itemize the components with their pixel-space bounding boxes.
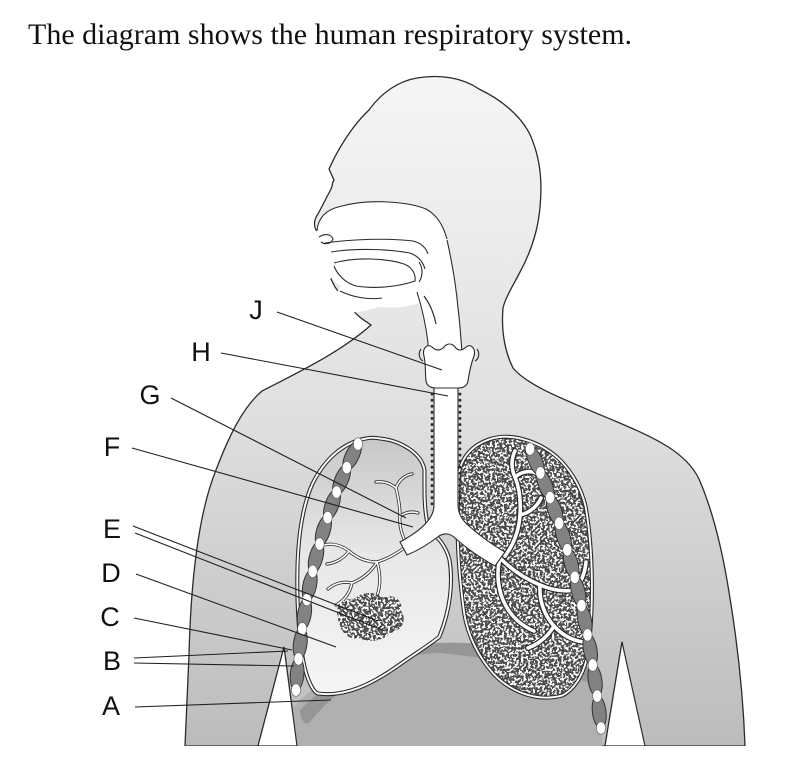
leader-line-a [134, 699, 332, 708]
label-h: H [191, 337, 211, 367]
intercostal-muscle [535, 466, 546, 480]
page-title: The diagram shows the human respiratory … [28, 18, 632, 51]
bottom-margin [0, 746, 812, 784]
ribs-left [289, 437, 363, 697]
epiglottis-line [423, 295, 437, 325]
intercostal-muscle [545, 491, 555, 505]
intercostal-muscle [341, 461, 352, 475]
larynx-horn-left [418, 348, 424, 362]
larynx-horn-right [474, 348, 480, 362]
uvula-line [418, 261, 423, 283]
mouth-nose-detail-lines [316, 201, 463, 353]
intercostal-muscle [293, 652, 304, 666]
ribs-right [525, 442, 607, 735]
leader-line-g [170, 397, 407, 519]
nostril-line [318, 234, 334, 245]
label-b: B [103, 646, 121, 676]
intercostal-muscle [592, 689, 603, 703]
label-a: A [102, 691, 120, 721]
intercostal-muscle [554, 516, 564, 530]
intercostal-muscle [562, 543, 573, 557]
intercostal-muscle [291, 683, 301, 697]
intercostal-muscle [331, 485, 342, 499]
leader-line-c [133, 617, 293, 651]
leader-line-h [220, 352, 449, 397]
lower-jaw-line [339, 290, 383, 300]
intercostal-muscle [569, 570, 580, 584]
larynx [418, 343, 480, 389]
intercostal-muscle [576, 599, 587, 613]
leader-line-b [133, 662, 295, 667]
label-j: J [249, 295, 263, 325]
intercostal-muscle [587, 658, 598, 672]
leader-line-f [131, 447, 414, 528]
nasal-roof-line [316, 201, 448, 240]
intercostal-muscle [322, 511, 333, 525]
pharynx-back-line [446, 239, 463, 353]
airway-cavity [317, 201, 462, 352]
upper-jaw-line [330, 248, 426, 270]
leader-line-e [134, 532, 386, 632]
label-c: C [100, 602, 120, 632]
intercostal-muscle [353, 437, 363, 451]
intercostal-muscle [307, 564, 318, 578]
leader-line-d [135, 573, 337, 648]
label-g: G [139, 380, 160, 410]
leader-line-j [276, 311, 443, 371]
intercostal-muscle [525, 442, 535, 456]
leader-line-b [133, 650, 289, 659]
intercostal-muscle [582, 628, 593, 642]
label-e: E [103, 514, 121, 544]
tongue-line [333, 258, 416, 288]
intercostal-muscle [314, 537, 325, 551]
intercostal-muscle [596, 721, 606, 735]
label-f: F [104, 432, 121, 462]
trachea [399, 387, 506, 567]
palate-line [324, 238, 429, 255]
pharynx-front-line [416, 291, 429, 352]
label-d: D [101, 558, 121, 588]
leader-line-e [132, 525, 379, 622]
